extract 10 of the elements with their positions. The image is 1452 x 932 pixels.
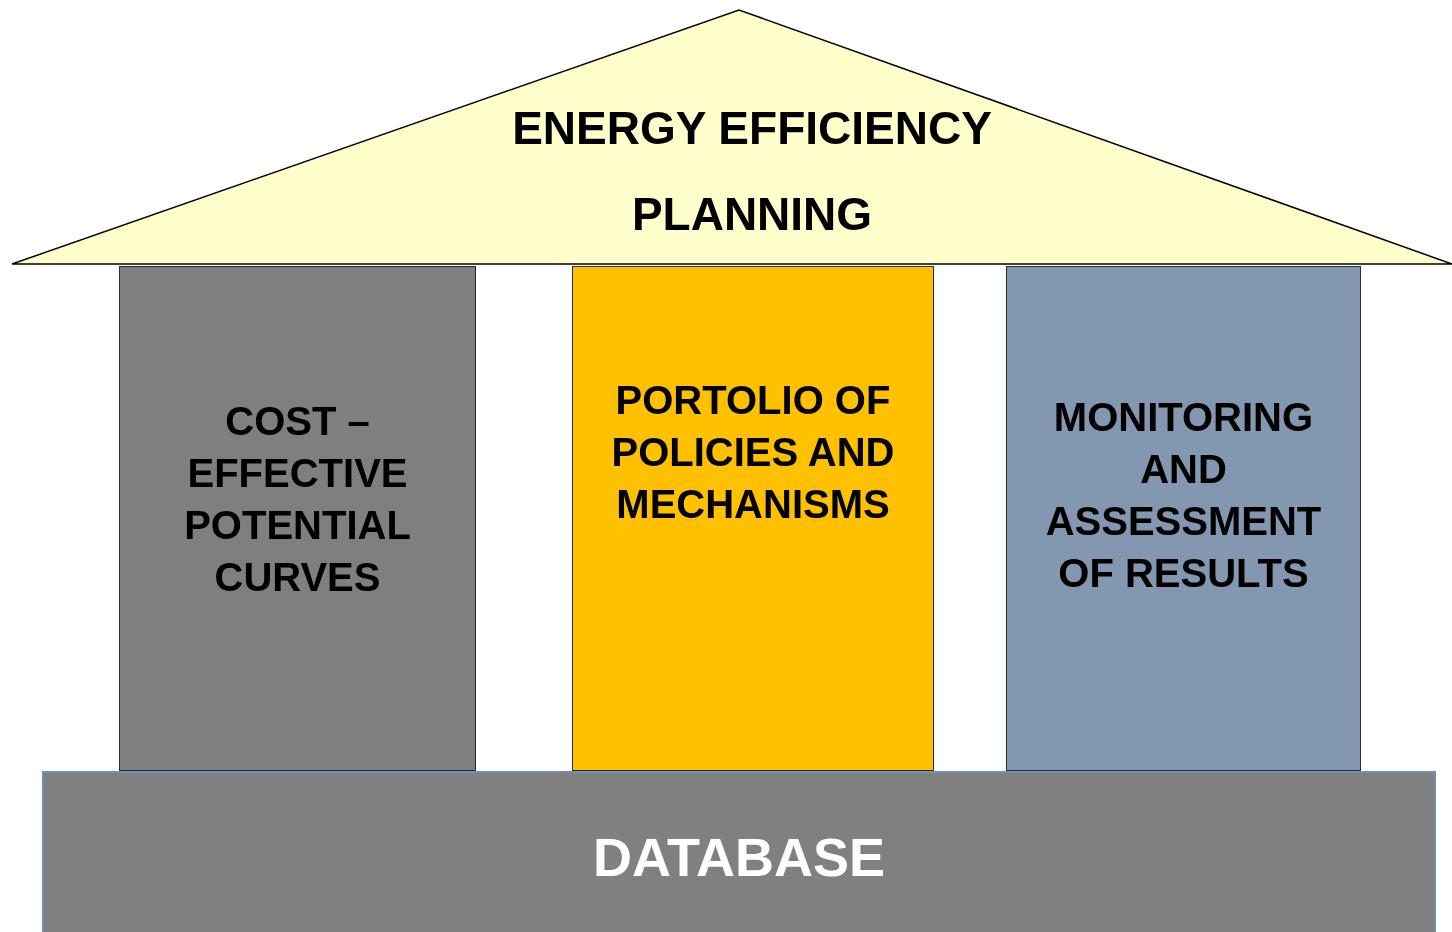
roof-triangle: [10, 9, 1452, 266]
pillar-box: [1006, 266, 1361, 771]
pillar-label: COST – EFFECTIVE POTENTIAL CURVES: [183, 398, 412, 601]
pillar-label: MONITORING AND ASSESSMENT OF RESULTS: [1044, 394, 1323, 597]
pillar-label: PORTOLIO OF POLICIES AND MECHANISMS: [610, 377, 896, 528]
roof-title: ENERGY EFFICIENCY PLANNING: [511, 101, 993, 242]
foundation-label: DATABASE: [593, 826, 885, 889]
pillar-box: [572, 266, 934, 771]
pillar-box: [119, 266, 476, 771]
foundation-box: [42, 771, 1436, 932]
